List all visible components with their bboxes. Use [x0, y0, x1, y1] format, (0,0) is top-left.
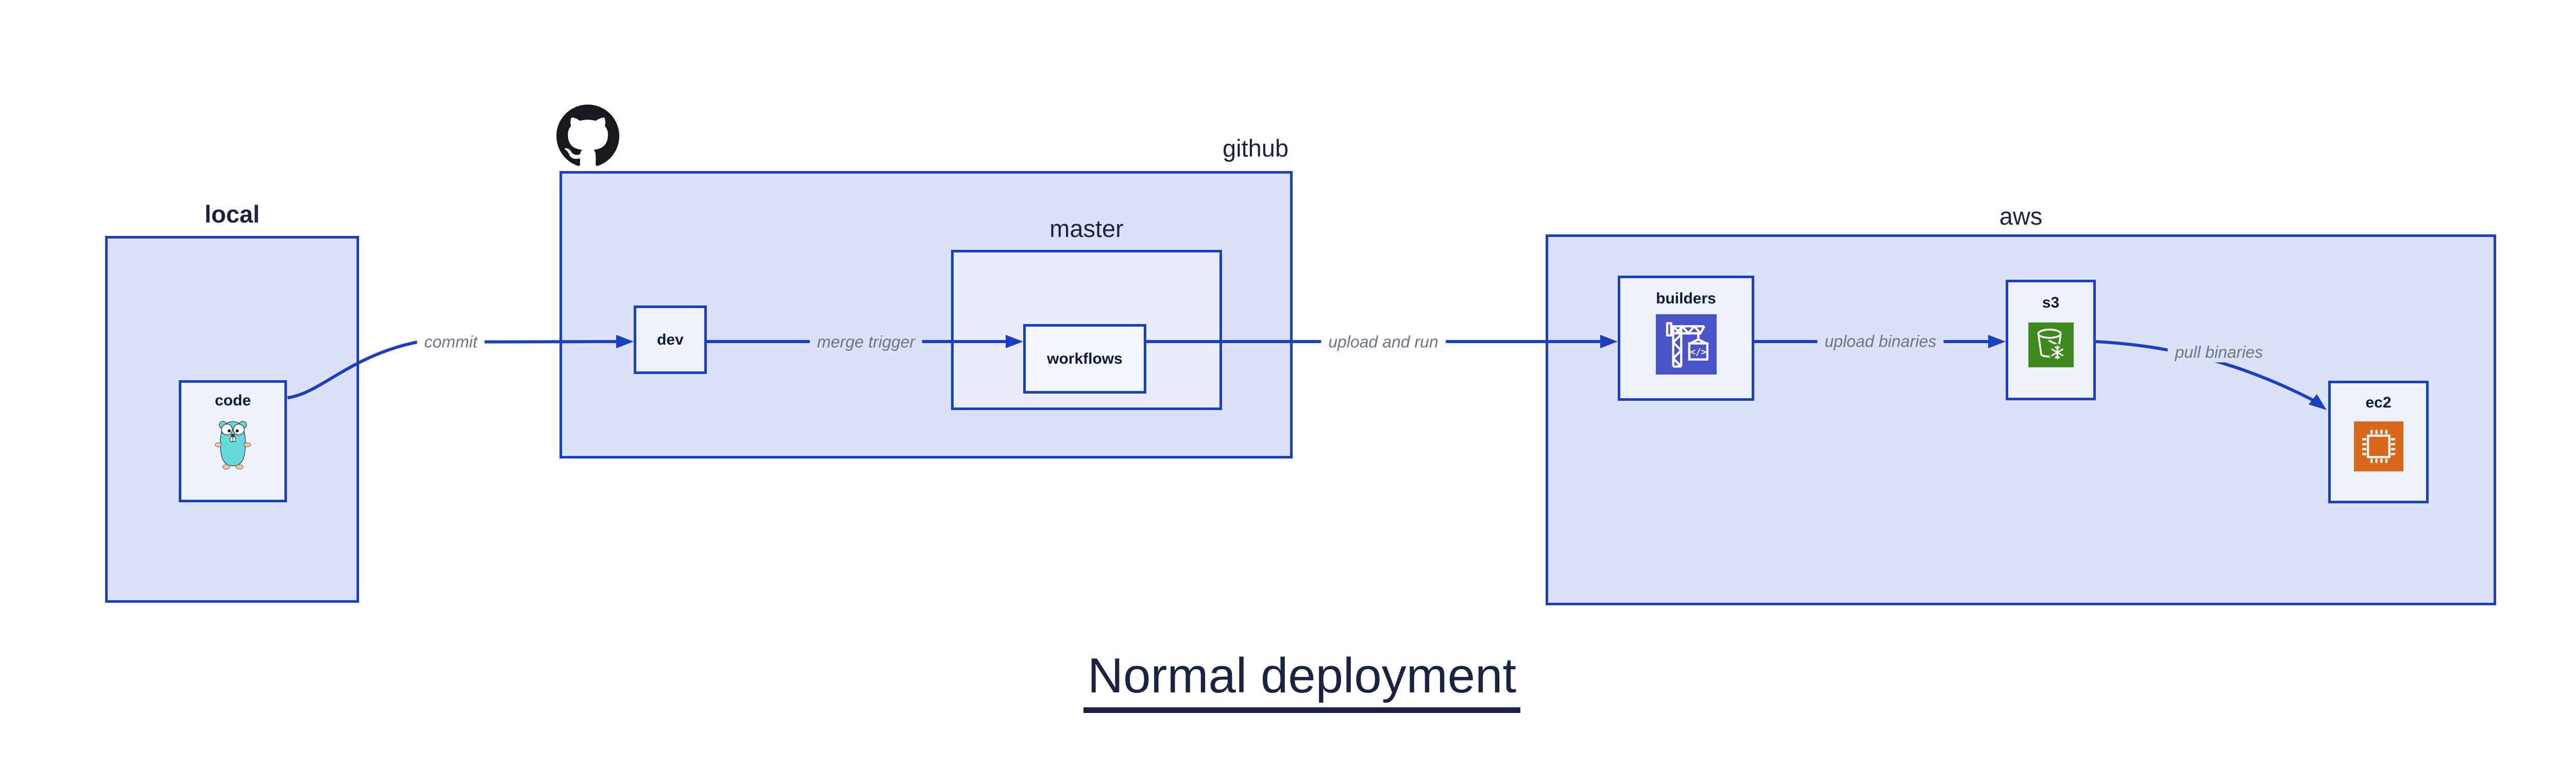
ec2-node-label: ec2 — [2365, 394, 2392, 411]
crane-icon: </> — [1655, 314, 1717, 375]
diagram-title: Normal deployment — [1083, 650, 1521, 713]
edge-label-upload-and-run: upload and run — [1321, 332, 1446, 352]
svg-text:</>: </> — [1690, 347, 1706, 358]
s3-node: s3 — [2006, 280, 2096, 400]
code-node-label: code — [214, 392, 251, 409]
builders-node-label: builders — [1656, 290, 1716, 307]
ec2-node: ec2 — [2328, 381, 2429, 503]
workflows-node-label: workflows — [1047, 350, 1123, 367]
github-octocat-logo-icon — [556, 105, 619, 166]
edge-label-pull-binaries: pull binaries — [2167, 342, 2270, 363]
dev-node-label: dev — [657, 331, 684, 348]
edge-label-merge-trigger: merge trigger — [809, 332, 923, 352]
edge-label-upload-binaries: upload binaries — [1817, 331, 1944, 352]
builders-node: builders </> — [1618, 276, 1754, 401]
go-gopher-icon — [214, 421, 251, 470]
github-group-label: github — [1222, 134, 1289, 162]
workflows-node: workflows — [1023, 324, 1146, 394]
dev-node: dev — [634, 305, 707, 374]
code-node: code — [179, 380, 287, 502]
processor-chip-icon — [2353, 421, 2403, 471]
title-container: Normal deployment — [0, 650, 2576, 713]
aws-group-label: aws — [1999, 202, 2043, 230]
edge-label-commit: commit — [417, 332, 485, 352]
bucket-snowflake-icon — [2028, 322, 2074, 367]
master-group-label: master — [1049, 215, 1124, 242]
s3-node-label: s3 — [2042, 294, 2060, 311]
local-group-label: local — [204, 200, 260, 228]
